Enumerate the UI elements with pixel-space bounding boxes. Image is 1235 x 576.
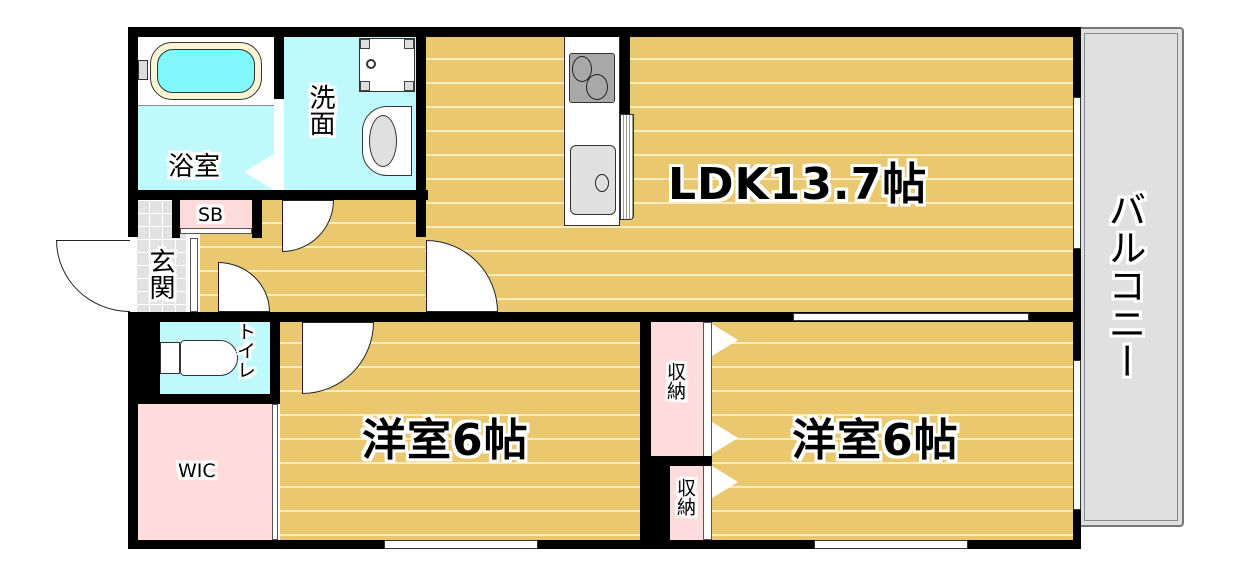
faucet-icon: [138, 60, 148, 80]
shoebox-label: SB: [198, 204, 224, 226]
wall-middle: [128, 312, 1073, 322]
sink-icon: [362, 106, 412, 176]
wall-left-lower: [128, 312, 138, 549]
room-toilet: [160, 322, 270, 394]
storage-door-icon: [712, 324, 738, 356]
wic-label: WIC: [178, 460, 216, 482]
storage-2-label: 収納: [674, 478, 696, 516]
window-western2-south: [814, 540, 968, 549]
washing-machine-icon: [359, 38, 415, 92]
room-ldk: [425, 36, 1073, 312]
wall-top: [128, 27, 1080, 37]
room-wic: [138, 404, 272, 540]
balcony-label: バルコニー: [1102, 190, 1146, 380]
kitchen-counter: [564, 36, 620, 226]
shoebox: [180, 200, 252, 230]
entrance-label: 玄関: [145, 248, 175, 300]
room-western-2: [712, 320, 1073, 540]
washroom-label: 洗面: [305, 84, 335, 136]
storage-door-icon: [712, 422, 738, 454]
stove-icon: [569, 53, 615, 103]
room-bath: [138, 36, 274, 190]
storage-1: [651, 322, 703, 456]
wall-right: [1073, 27, 1081, 549]
kitchen-sink-icon: [570, 145, 616, 215]
wall-left-upper: [128, 27, 138, 237]
storage-door-icon: [712, 466, 738, 498]
front-door[interactable]: [56, 240, 130, 312]
wall-bottom: [128, 540, 1080, 549]
room-western-1: [280, 320, 640, 540]
window-ldk-south: [793, 313, 1029, 321]
bath-label: 浴室: [168, 152, 221, 182]
ldk-label: LDK13.7帖: [668, 159, 928, 210]
room-washroom: [284, 36, 416, 190]
window-western2-east: [1073, 360, 1081, 510]
balcony: [1078, 27, 1184, 527]
storage-1-label: 収納: [664, 362, 686, 400]
toilet-label: トイレ: [234, 322, 256, 379]
western1-label: 洋室6帖: [362, 415, 529, 466]
bathtub-icon: [150, 42, 262, 100]
western2-label: 洋室6帖: [792, 415, 959, 466]
window-ldk-east: [1073, 97, 1081, 249]
window-western1-south: [384, 540, 538, 549]
storage-2: [670, 466, 703, 540]
toilet-icon: [160, 342, 180, 374]
